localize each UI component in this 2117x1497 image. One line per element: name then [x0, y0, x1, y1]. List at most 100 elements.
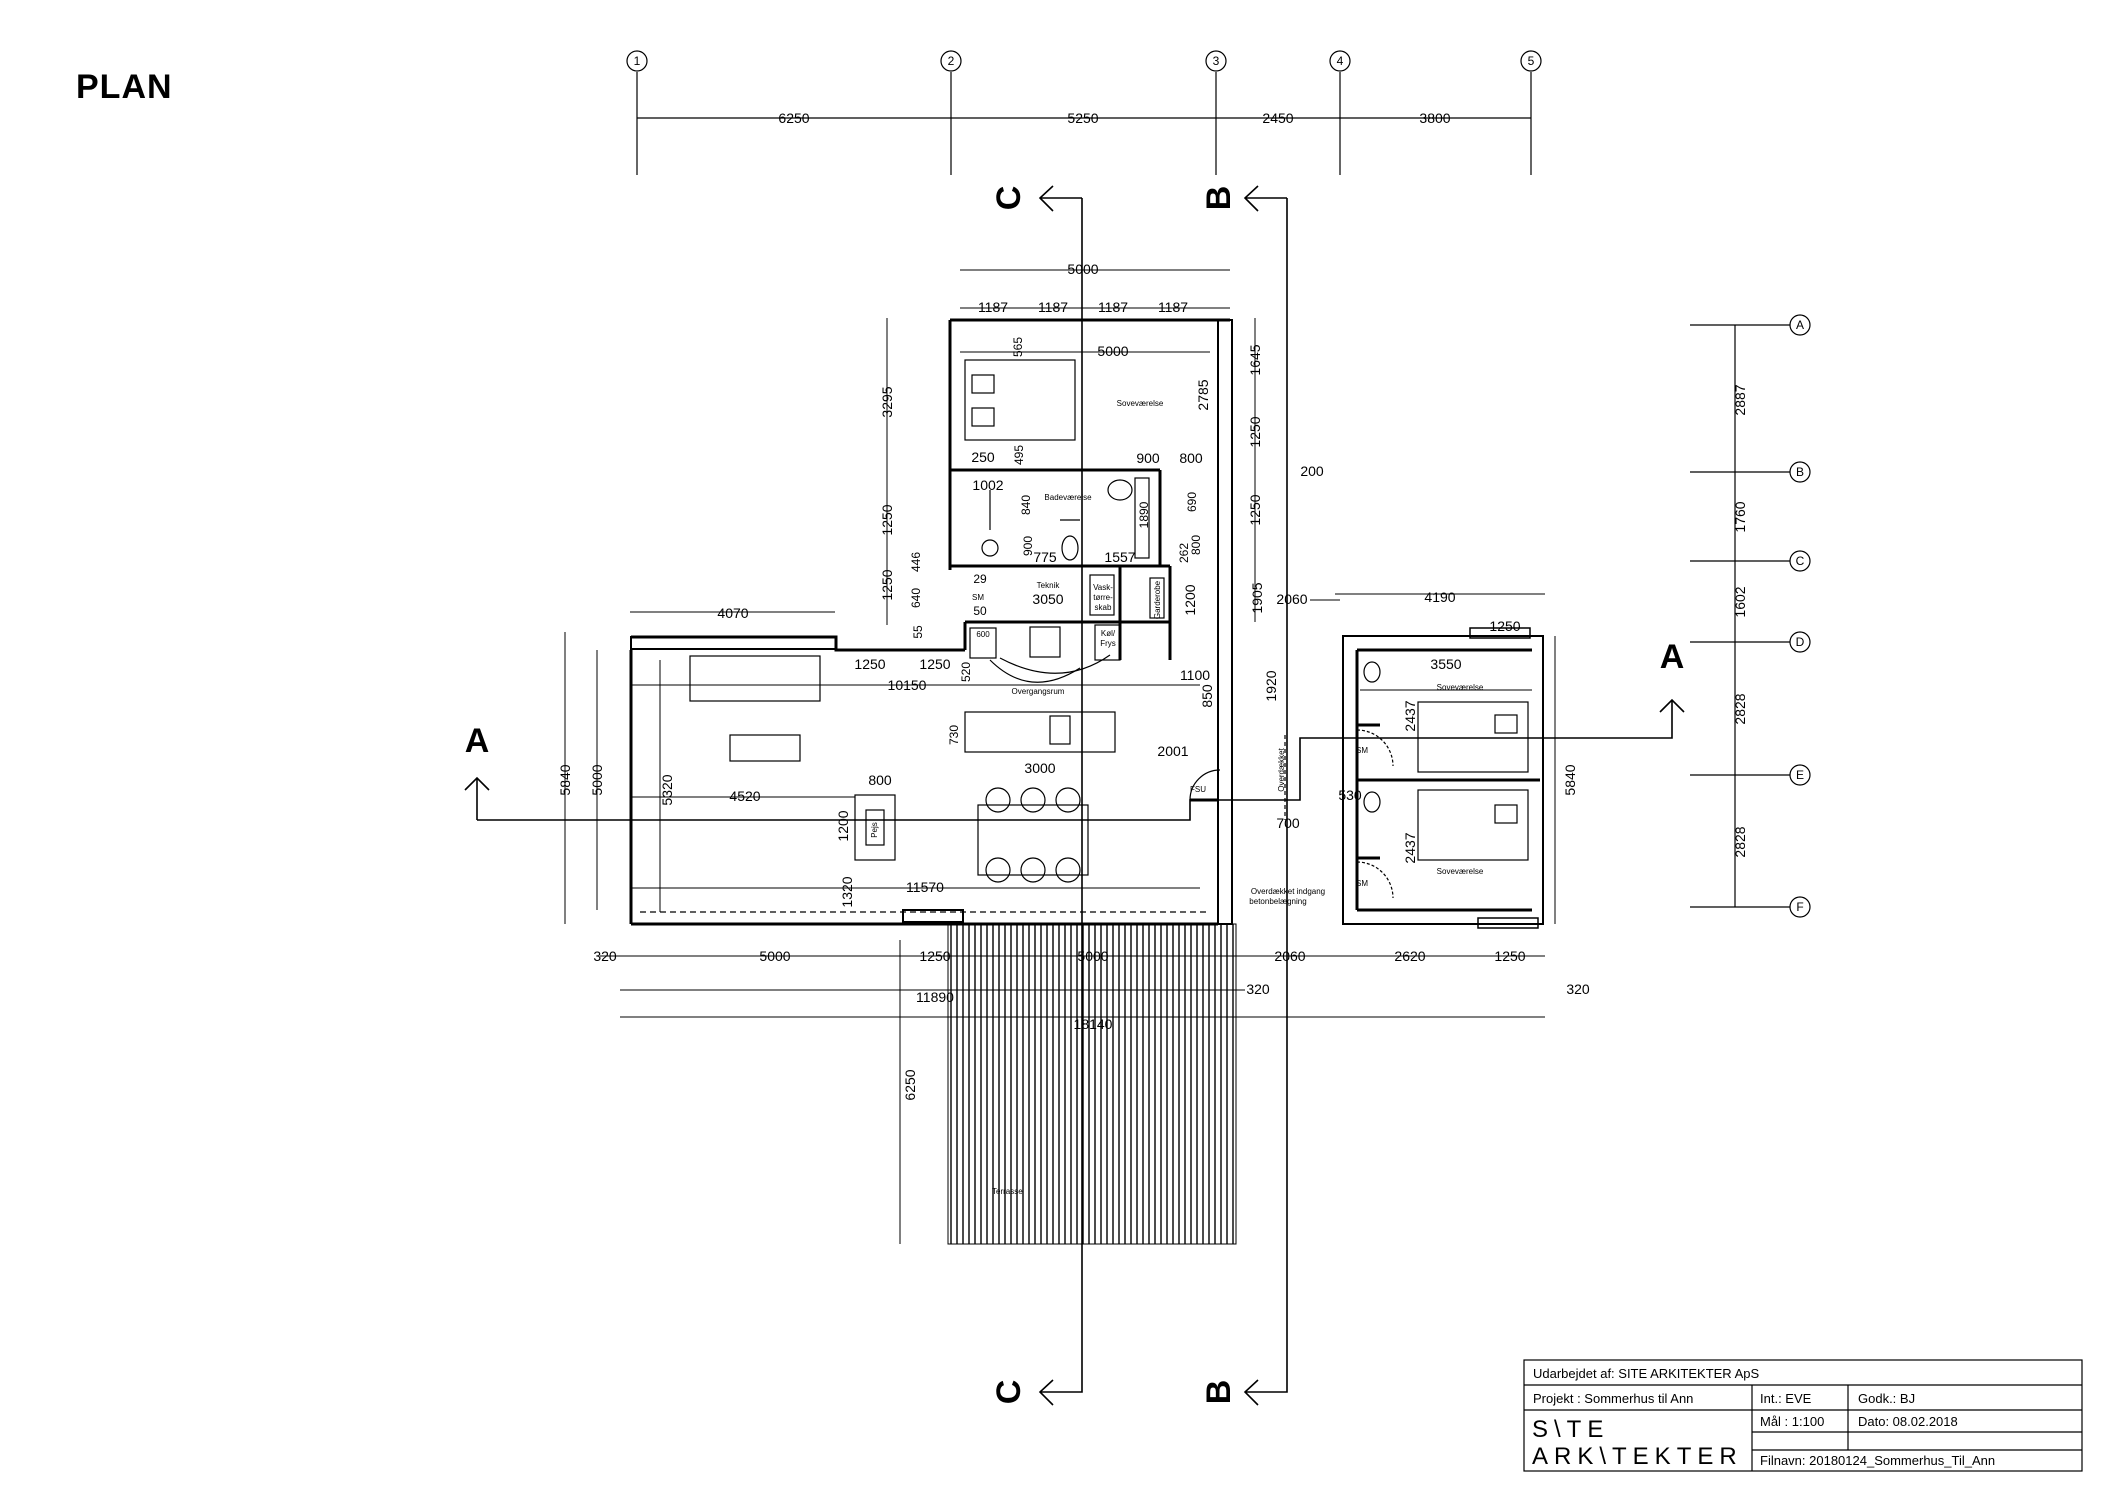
room-overdaekket-2: betonbelægning [1249, 897, 1306, 906]
dim-1250-r2: 1250 [1247, 494, 1263, 525]
grid-col-3: 3 [1213, 54, 1220, 68]
column-grid-labels: 1 2 3 4 5 6250 5250 2450 3800 [634, 54, 1535, 126]
dim-1250-l2: 1250 [879, 569, 895, 600]
dim-200: 200 [1300, 463, 1324, 479]
dim-6250-terrace: 6250 [902, 1069, 918, 1100]
dim-5000-top: 5000 [1067, 261, 1098, 277]
room-kf-2: Frys [1100, 639, 1116, 648]
grid-col-2: 2 [948, 54, 955, 68]
dim-5000-l: 5000 [589, 764, 605, 795]
dim-1250-a: 1250 [854, 656, 885, 672]
row-spacing-C-D: 1602 [1732, 586, 1748, 617]
tb-logo-line2: ARK\TEKTER [1532, 1443, 1743, 1470]
dim-730: 730 [947, 725, 961, 745]
dim-55: 55 [911, 625, 925, 639]
dim-2437-a: 2437 [1402, 700, 1418, 731]
tb-logo-line1: S\TE [1532, 1416, 1609, 1443]
room-garderobe: Garderobe [1153, 580, 1162, 619]
dim-3550: 3550 [1430, 656, 1461, 672]
dim-800-c: 800 [868, 772, 892, 788]
dim-1250-r1: 1250 [1247, 416, 1263, 447]
section-B-bottom: B [1200, 1380, 1238, 1405]
dim-900-a: 900 [1136, 450, 1160, 466]
dim-1200-v: 1200 [1182, 584, 1198, 615]
dim-320-r: 320 [1566, 981, 1590, 997]
col-spacing-3-4: 2450 [1262, 110, 1293, 126]
dim-900-b: 900 [1021, 536, 1035, 556]
row-spacing-E-F: 2828 [1732, 826, 1748, 857]
dim-1905: 1905 [1249, 582, 1265, 613]
dim-1557: 1557 [1104, 549, 1135, 565]
tb-udarbejdet: Udarbejdet af: SITE ARKITEKTER ApS [1533, 1366, 1759, 1381]
dim-530: 530 [1338, 787, 1362, 803]
room-vask-1: Vask- [1093, 583, 1113, 592]
room-pejs: Pejs [870, 822, 879, 838]
dim-1187-d: 1187 [1158, 299, 1188, 315]
grid-row-B: B [1796, 465, 1804, 479]
dim-495: 495 [1012, 445, 1026, 465]
title-block [1523, 1359, 2083, 1472]
terrace-decking [947, 923, 1237, 1245]
dim-2785: 2785 [1195, 379, 1211, 410]
label-600: 600 [976, 630, 990, 639]
grid-row-E: E [1796, 768, 1804, 782]
dim-1250-b: 1250 [919, 656, 950, 672]
tb-dato: Dato: 08.02.2018 [1858, 1414, 1958, 1429]
room-kf-1: Køl/ [1101, 629, 1116, 638]
col-spacing-4-5: 3800 [1419, 110, 1450, 126]
room-overgangsrum: Overgangsrum [1012, 687, 1065, 696]
dim-1002: 1002 [972, 477, 1003, 493]
dim-5320: 5320 [659, 774, 675, 805]
dim-1920: 1920 [1263, 670, 1279, 701]
dim-1187-c: 1187 [1098, 299, 1128, 315]
label-fsu: FSU [1190, 785, 1206, 794]
grid-col-5: 5 [1528, 54, 1535, 68]
room-badevaerelse: Badeværelse [1044, 493, 1092, 502]
dim-1200-p: 1200 [835, 810, 851, 841]
dim-1187-b: 1187 [1038, 299, 1068, 315]
row-spacing-B-C: 1760 [1732, 501, 1748, 532]
label-sm-3: SM [1356, 879, 1368, 888]
dim-1250-l1: 1250 [879, 504, 895, 535]
column-grid [626, 50, 1542, 175]
dim-18140: 18140 [1074, 1016, 1113, 1032]
room-vask-3: skab [1095, 603, 1112, 612]
dim-3050: 3050 [1032, 591, 1063, 607]
dim-446: 446 [909, 552, 923, 572]
dim-4520: 4520 [729, 788, 760, 804]
tb-projekt: Projekt : Sommerhus til Ann [1533, 1391, 1693, 1406]
grid-row-A: A [1796, 318, 1804, 332]
section-A-left: A [465, 722, 490, 760]
section-C-top: C [990, 186, 1028, 211]
dim-4070: 4070 [717, 605, 748, 621]
section-lines [464, 185, 1685, 1406]
col-spacing-2-3: 5250 [1067, 110, 1098, 126]
dim-2437-b: 2437 [1402, 832, 1418, 863]
dim-700: 700 [1276, 815, 1300, 831]
tb-int: Int.: EVE [1760, 1391, 1812, 1406]
dim-320-m: 320 [1246, 981, 1270, 997]
dim-565: 565 [1011, 337, 1025, 357]
row-grid-labels: A B C D E F 2887 1760 1602 2828 2828 [1732, 318, 1805, 914]
dimension-texts: 5000 1187 1187 1187 1187 5000 565 3295 2… [557, 261, 1590, 1101]
room-overdaekket-1: Overdækket indgang [1251, 887, 1325, 896]
dim-2060-b: 2060 [1274, 948, 1305, 964]
dim-1250-r3: 1250 [1489, 618, 1520, 634]
dim-250: 250 [971, 449, 995, 465]
room-labels: Soveværelse Badeværelse Teknik Vask- tør… [870, 399, 1484, 906]
row-grid [1690, 314, 1811, 918]
grid-row-F: F [1796, 900, 1803, 914]
dim-775: 775 [1033, 549, 1057, 565]
tb-filnavn: Filnavn: 20180124_Sommerhus_Til_Ann [1760, 1453, 1995, 1468]
dim-11570: 11570 [906, 879, 944, 895]
dim-5000-b: 5000 [759, 948, 790, 964]
room-terrasse: Terrasse [992, 1187, 1023, 1196]
dim-1250-d: 1250 [1494, 948, 1525, 964]
dim-1100: 1100 [1180, 667, 1210, 683]
grid-col-4: 4 [1337, 54, 1344, 68]
dimension-lines [564, 269, 1556, 1244]
dim-800-a: 800 [1179, 450, 1203, 466]
tb-maal: Mål : 1:100 [1760, 1414, 1824, 1429]
dim-1250-c: 1250 [919, 948, 950, 964]
